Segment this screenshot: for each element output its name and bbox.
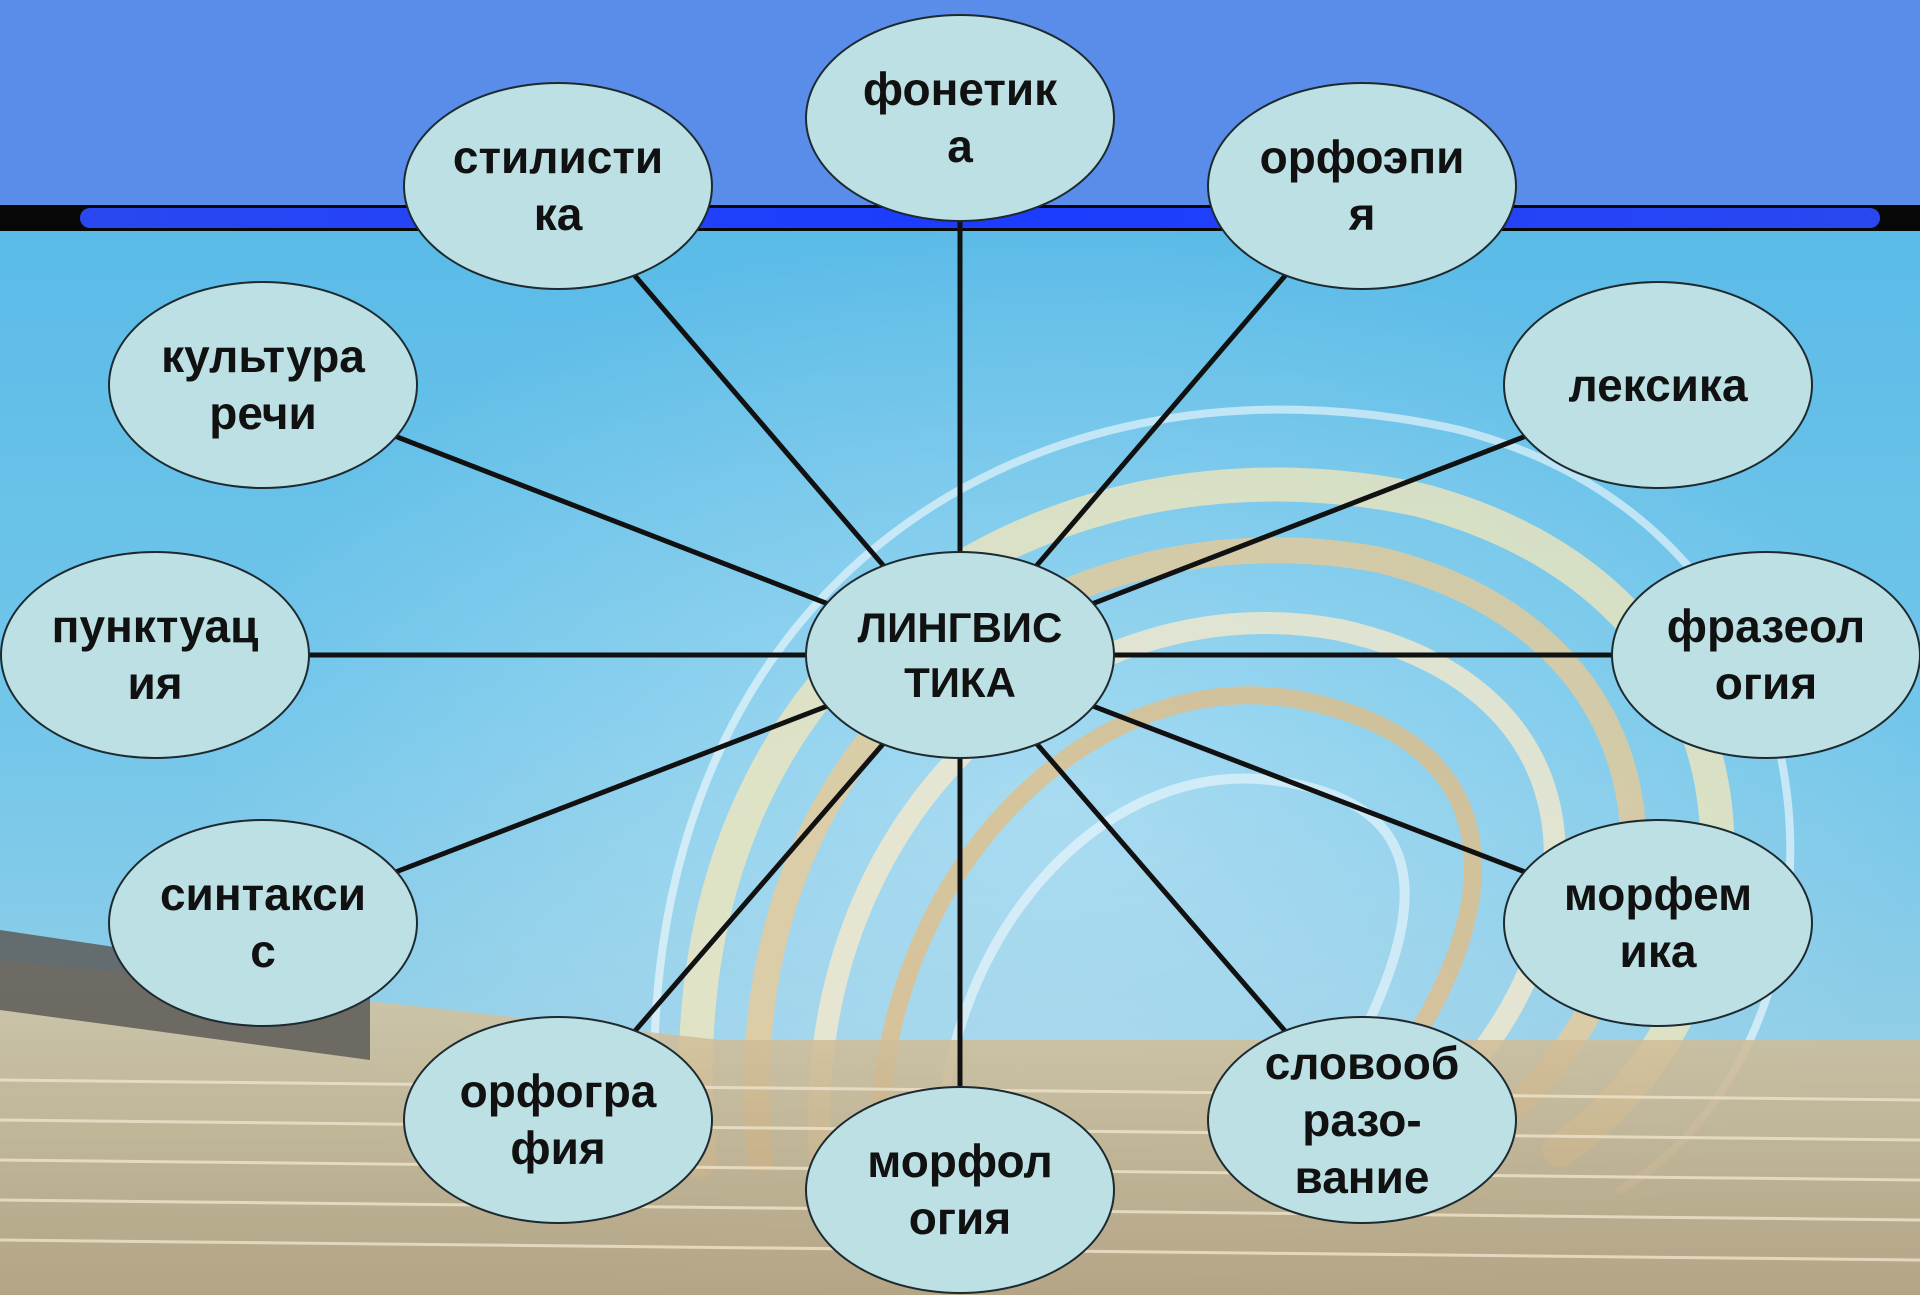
node-label-phraseology: фразеол огия [1666,600,1866,709]
node-stylistics: стилисти ка [403,82,713,290]
node-label-word-formation: словооб разо- вание [1264,1036,1460,1203]
node-word-formation: словооб разо- вание [1207,1016,1517,1224]
node-morphology: морфол огия [805,1086,1115,1294]
node-label-speech-culture: культура речи [161,330,365,439]
node-label-phonetics: фонетик а [862,63,1058,172]
node-lexicology: лексика [1503,281,1813,489]
node-orthoepy: орфоэпи я [1207,82,1517,290]
node-label-syntax: синтакси с [159,868,367,977]
node-label-punctuation: пунктуац ия [51,600,259,709]
node-label-lexicology: лексика [1568,358,1748,411]
center-node-linguistics: ЛИНГВИС ТИКА [805,551,1115,759]
node-label-morphemics: морфем ика [1563,868,1753,977]
node-label-stylistics: стилисти ка [452,131,664,240]
node-label-orthography: орфогра фия [459,1065,657,1174]
node-punctuation: пунктуац ия [0,551,310,759]
node-phraseology: фразеол огия [1611,551,1920,759]
node-orthography: орфогра фия [403,1016,713,1224]
center-node-label: ЛИНГВИС ТИКА [857,604,1063,706]
node-label-morphology: морфол огия [867,1135,1053,1244]
node-phonetics: фонетик а [805,14,1115,222]
node-syntax: синтакси с [108,819,418,1027]
node-morphemics: морфем ика [1503,819,1813,1027]
node-speech-culture: культура речи [108,281,418,489]
node-label-orthoepy: орфоэпи я [1259,131,1465,240]
